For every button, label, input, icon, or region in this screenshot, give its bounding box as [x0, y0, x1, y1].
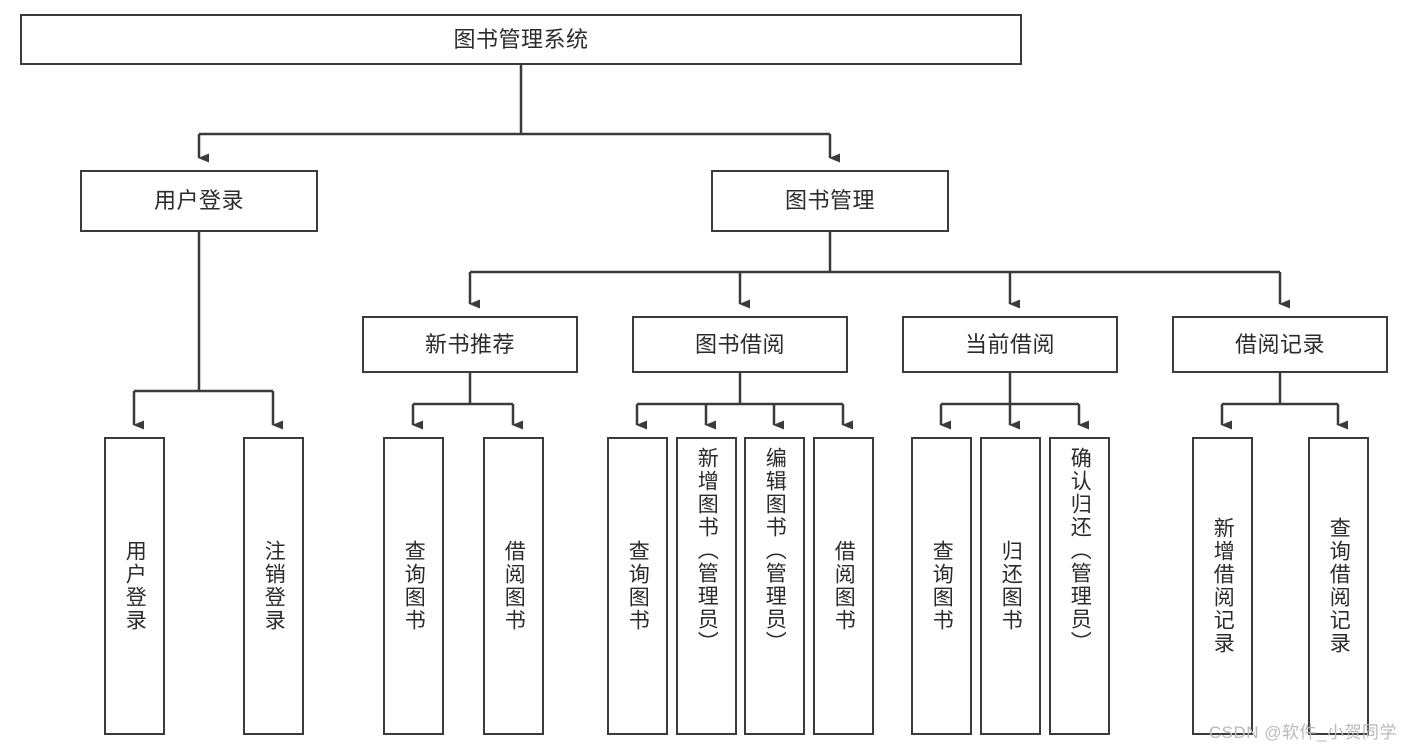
leaf-borrow-record-0[interactable]: 新增借阅记录	[1192, 437, 1253, 735]
node-book-borrow[interactable]: 图书借阅	[632, 316, 848, 373]
node-borrow-record[interactable]: 借阅记录	[1172, 316, 1388, 373]
node-user-login[interactable]: 用户登录	[80, 170, 318, 232]
leaf-current-borrow-2[interactable]: 确认归还（管理员）	[1049, 437, 1110, 735]
node-new-book-recommend[interactable]: 新书推荐	[362, 316, 578, 373]
leaf-label: 借阅图书	[832, 540, 856, 632]
leaf-current-borrow-0[interactable]: 查询图书	[911, 437, 972, 735]
leaf-label: 用户登录	[123, 540, 147, 632]
leaf-user-login-1[interactable]: 注销登录	[243, 437, 304, 735]
leaf-current-borrow-1[interactable]: 归还图书	[980, 437, 1041, 735]
node-borrow-record-label: 借阅记录	[1234, 331, 1325, 357]
leaf-label: 借阅图书	[502, 540, 526, 632]
leaf-book-borrow-3[interactable]: 借阅图书	[813, 437, 874, 735]
leaf-label: 注销登录	[262, 540, 286, 632]
leaf-book-borrow-2[interactable]: 编辑图书（管理员）	[744, 437, 805, 735]
node-book-borrow-label: 图书借阅	[694, 331, 785, 357]
csdn-watermark: CSDN @软件_小贺同学	[1208, 723, 1397, 742]
leaf-new-book-recommend-1[interactable]: 借阅图书	[483, 437, 544, 735]
leaf-label: 编辑图书（管理员）	[763, 447, 787, 654]
leaf-label: 查询图书	[626, 540, 650, 632]
leaf-label: 查询图书	[930, 540, 954, 632]
node-user-login-label: 用户登录	[153, 188, 244, 214]
leaf-label: 确认归还（管理员）	[1068, 447, 1092, 654]
leaf-new-book-recommend-0[interactable]: 查询图书	[383, 437, 444, 735]
leaf-book-borrow-1[interactable]: 新增图书（管理员）	[676, 437, 737, 735]
leaf-label: 查询借阅记录	[1327, 517, 1351, 655]
leaf-label: 新增图书（管理员）	[695, 447, 719, 654]
node-book-management[interactable]: 图书管理	[711, 170, 949, 232]
leaf-book-borrow-0[interactable]: 查询图书	[607, 437, 668, 735]
leaf-label: 查询图书	[402, 540, 426, 632]
leaf-borrow-record-1[interactable]: 查询借阅记录	[1308, 437, 1369, 735]
node-root[interactable]: 图书管理系统	[20, 14, 1022, 65]
node-current-borrow[interactable]: 当前借阅	[902, 316, 1118, 373]
leaf-label: 归还图书	[999, 540, 1023, 632]
node-book-management-label: 图书管理	[784, 188, 875, 214]
node-root-label: 图书管理系统	[453, 26, 589, 52]
leaf-user-login-0[interactable]: 用户登录	[104, 437, 165, 735]
node-current-borrow-label: 当前借阅	[964, 331, 1055, 357]
leaf-label: 新增借阅记录	[1211, 517, 1235, 655]
node-new-book-recommend-label: 新书推荐	[424, 331, 515, 357]
